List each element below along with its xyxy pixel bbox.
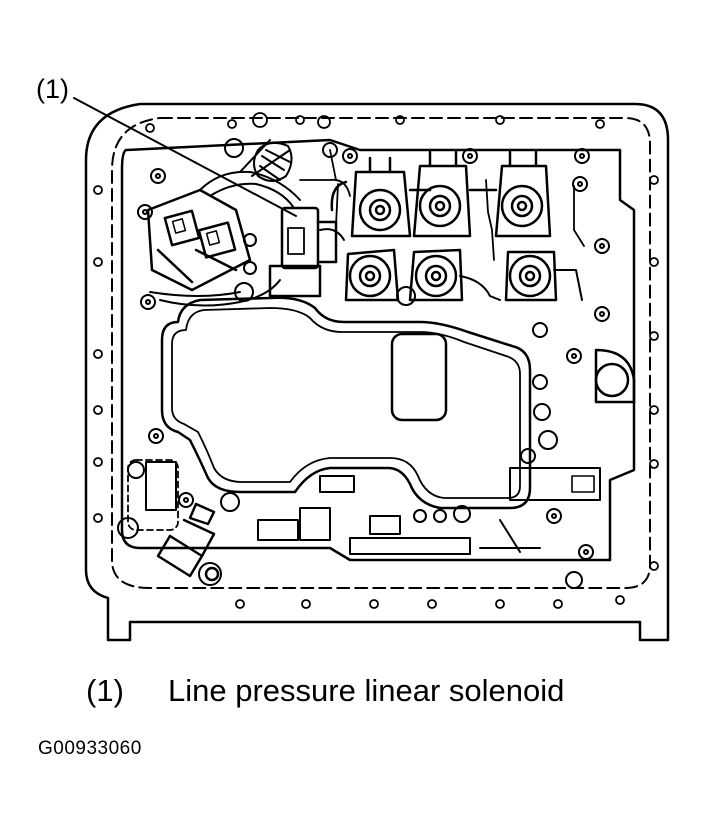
- flange-holes: [93, 112, 659, 609]
- callout-number-1: (1): [36, 74, 69, 104]
- lower-valve-details: [145, 461, 601, 555]
- caption: (1) Line pressure linear solenoid: [86, 673, 564, 709]
- callout-leader: [73, 97, 297, 217]
- recess-left: [127, 459, 179, 531]
- valve-body-window-outer: [160, 296, 532, 510]
- case-outline: [84, 102, 670, 642]
- recess-right-circle: [594, 362, 630, 398]
- harness-connectors: [146, 139, 301, 292]
- recess-right: [594, 348, 636, 404]
- mounting-bolts: [137, 148, 610, 560]
- flange-dashed-line: [111, 117, 651, 589]
- shift-solenoids-lower: [344, 248, 583, 302]
- shift-solenoids-upper: [330, 150, 552, 238]
- valve-body-outline: [120, 138, 636, 562]
- solenoid-wiring: [299, 149, 585, 261]
- valve-body-diagram: [73, 97, 670, 642]
- window-pad: [390, 332, 448, 422]
- caption-text: Line pressure linear solenoid: [168, 673, 565, 708]
- bosses: [117, 138, 583, 589]
- figure-id: G00933060: [38, 738, 142, 759]
- temperature-sensor: [156, 502, 220, 582]
- line-pressure-linear-solenoid: [268, 206, 345, 298]
- valve-body-window-inner: [171, 307, 521, 499]
- caption-number: (1): [86, 673, 124, 708]
